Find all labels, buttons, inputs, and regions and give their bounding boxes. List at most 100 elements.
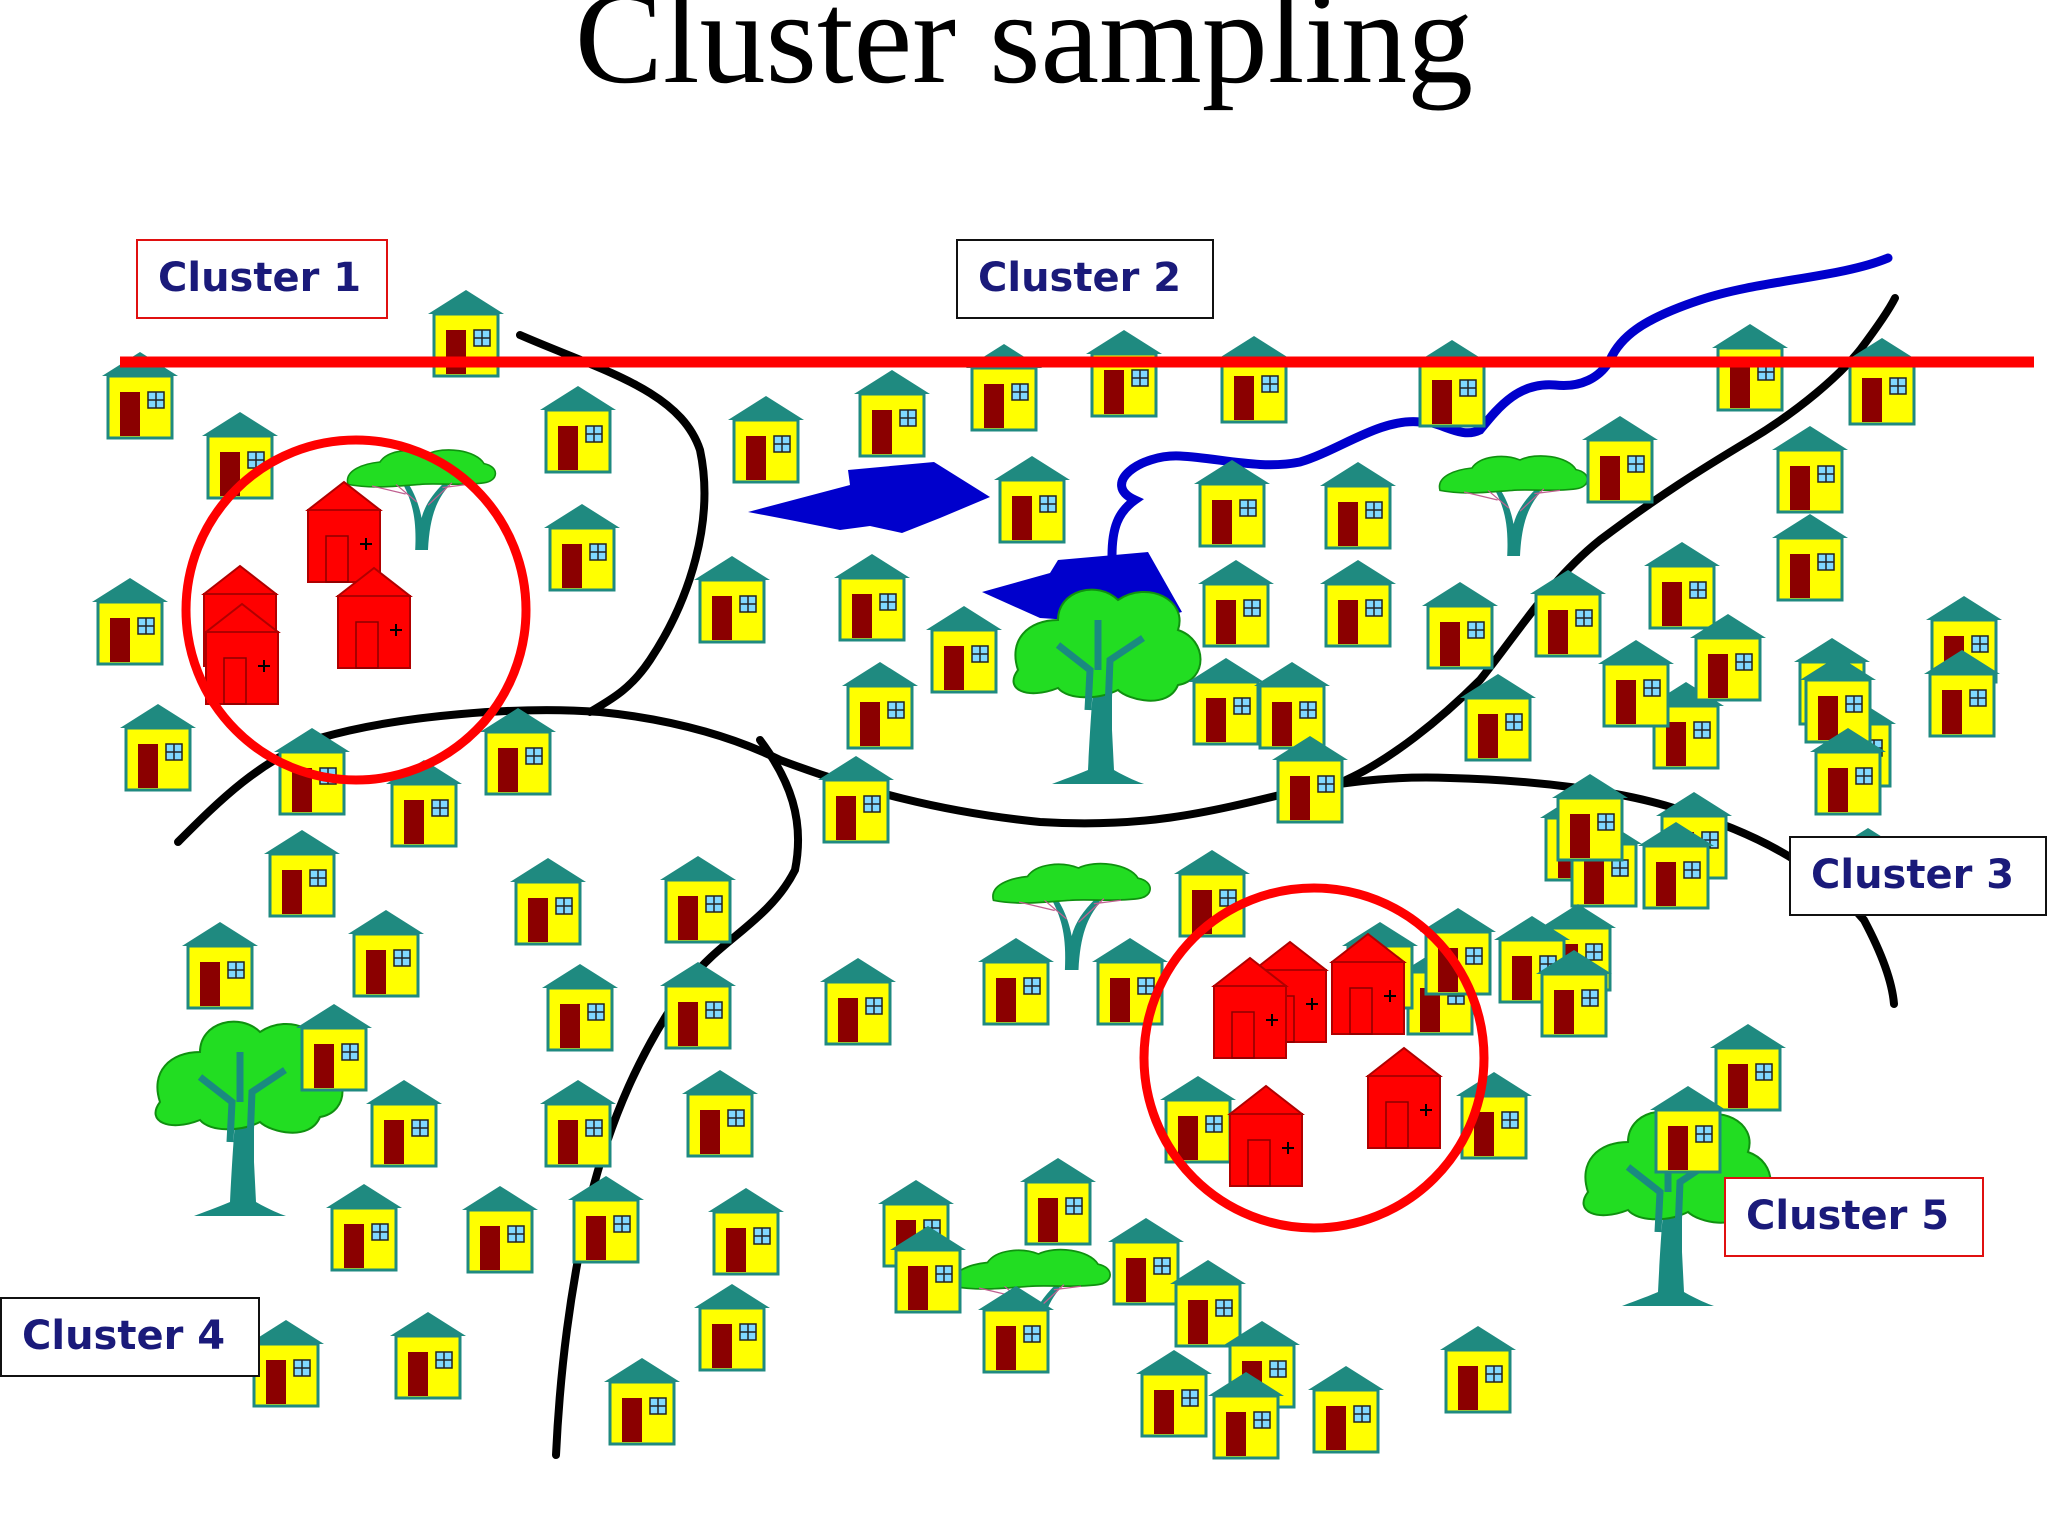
house-icon: [1460, 674, 1536, 762]
house-icon: [1422, 582, 1498, 670]
house-icon: [1254, 662, 1330, 750]
house-icon: [660, 856, 736, 944]
house-icon: [1198, 560, 1274, 648]
cluster-1-label: Cluster 1: [136, 239, 388, 319]
selected-house-icon: [1211, 956, 1289, 1059]
house-icon: [326, 1184, 402, 1272]
house-icon: [120, 704, 196, 792]
boundary-line: [516, 331, 709, 716]
cluster-2-label: Cluster 2: [956, 239, 1214, 319]
house-icon: [1136, 1350, 1212, 1438]
house-icon: [366, 1080, 442, 1168]
cluster-3-label: Cluster 3: [1789, 836, 2047, 916]
tree-icon: [992, 862, 1151, 970]
house-icon: [540, 386, 616, 474]
house-icon: [92, 578, 168, 666]
house-icon: [1308, 1366, 1384, 1454]
house-icon: [1194, 460, 1270, 548]
house-icon: [1440, 1326, 1516, 1414]
house-icon: [604, 1358, 680, 1446]
house-icon: [1170, 1260, 1246, 1348]
river: [1107, 253, 1893, 561]
house-icon: [1092, 938, 1168, 1026]
house-icon: [1690, 614, 1766, 702]
house-icon: [544, 504, 620, 592]
house-icon: [1108, 1218, 1184, 1306]
house-icon: [820, 958, 896, 1046]
house-icon: [1844, 338, 1920, 426]
trees: [154, 449, 1772, 1356]
house-icon: [1810, 728, 1886, 816]
house-icon: [264, 830, 340, 918]
house-icon: [1644, 542, 1720, 630]
house-icon: [818, 756, 894, 844]
house-icon: [1772, 514, 1848, 602]
house-icon: [1216, 336, 1292, 424]
house-icon: [890, 1226, 966, 1314]
house-icon: [1420, 908, 1496, 996]
house-icon: [182, 922, 258, 1010]
house-icon: [296, 1004, 372, 1092]
house-icon: [994, 456, 1070, 544]
house-icon: [1020, 1158, 1096, 1246]
page-title: Cluster sampling: [574, 0, 1474, 111]
house-icon: [1536, 950, 1612, 1038]
house-icon: [842, 662, 918, 750]
house-icon: [542, 964, 618, 1052]
cluster-5-label: Cluster 5: [1724, 1177, 1984, 1257]
house-icon: [1638, 822, 1714, 910]
boundary-line: [174, 706, 1898, 1008]
house-icon: [1188, 658, 1264, 746]
lake: [748, 462, 990, 533]
selected-house-icon: [305, 480, 383, 583]
house-icon: [390, 1312, 466, 1400]
house-icon: [978, 938, 1054, 1026]
house-icon: [1530, 570, 1606, 658]
house-icon: [102, 352, 178, 440]
boundary-line: [552, 736, 802, 1459]
house-icon: [1582, 416, 1658, 504]
house-icon: [708, 1188, 784, 1276]
selected-house-icon: [1329, 932, 1407, 1035]
selected-house-icon: [1365, 1046, 1443, 1149]
tree-icon: [1012, 588, 1202, 784]
house-icon: [694, 1284, 770, 1372]
house-icon: [1208, 1372, 1284, 1460]
house-icon: [926, 606, 1002, 694]
selected-cluster-circle: [1139, 883, 1489, 1233]
house-icon: [1320, 560, 1396, 648]
house-icon: [660, 962, 736, 1050]
house-icon: [248, 1320, 324, 1408]
house-icon: [510, 858, 586, 946]
selected-house-icon: [1227, 1084, 1305, 1187]
house-icon: [682, 1070, 758, 1158]
house-icon: [1414, 340, 1490, 428]
sampling-overlay: [120, 356, 2034, 1233]
house-icon: [1086, 330, 1162, 418]
house-icon: [348, 910, 424, 998]
house-icon: [854, 370, 930, 458]
house-icon: [1598, 640, 1674, 728]
house-icon: [480, 708, 556, 796]
house-icon: [1650, 1086, 1726, 1174]
cluster-4-label: Cluster 4: [0, 1297, 260, 1377]
house-icon: [728, 396, 804, 484]
tree-icon: [1438, 455, 1589, 556]
house-icon: [1924, 650, 2000, 738]
houses: [92, 290, 2002, 1460]
house-icon: [1456, 1072, 1532, 1160]
tree-icon: [154, 1020, 344, 1216]
selected-house-icon: [335, 566, 413, 669]
house-icon: [1552, 774, 1628, 862]
selected-cluster-circle: [181, 435, 531, 785]
house-icon: [1710, 1024, 1786, 1112]
house-icon: [1272, 736, 1348, 824]
house-icon: [1772, 426, 1848, 514]
house-icon: [694, 556, 770, 644]
house-icon: [1800, 656, 1876, 744]
house-icon: [540, 1080, 616, 1168]
house-icon: [462, 1186, 538, 1274]
selected-house-icon: [203, 602, 281, 705]
house-icon: [568, 1176, 644, 1264]
